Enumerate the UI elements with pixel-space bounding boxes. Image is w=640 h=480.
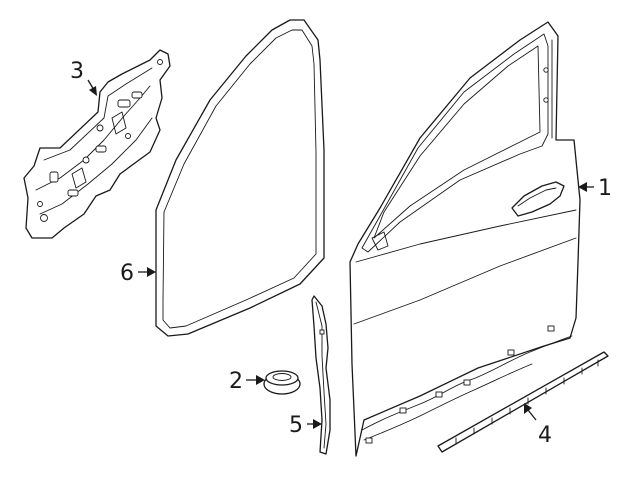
callout-6-label: 6 bbox=[120, 261, 134, 286]
callout-5-label: 5 bbox=[289, 413, 303, 438]
part-4-lower-seal-strip bbox=[437, 351, 609, 453]
callout-6-arrowhead bbox=[147, 267, 156, 277]
callout-3-label: 3 bbox=[70, 59, 84, 84]
callout-2-label: 2 bbox=[229, 369, 243, 394]
callout-4-group: 4 bbox=[524, 403, 552, 448]
part-1-front-door bbox=[349, 21, 581, 457]
callout-5-group: 5 bbox=[289, 413, 322, 438]
callout-2-group: 2 bbox=[229, 369, 265, 394]
callout-4-label: 4 bbox=[538, 423, 552, 448]
callout-6-group: 6 bbox=[120, 261, 156, 286]
callout-4-arrowhead bbox=[524, 403, 532, 414]
callout-3-arrowhead bbox=[89, 86, 97, 96]
callout-4-leader bbox=[527, 409, 537, 421]
callout-2-arrowhead bbox=[256, 375, 265, 385]
callout-5-arrowhead bbox=[313, 419, 322, 429]
part-3-door-module-panel bbox=[23, 49, 171, 239]
part-5-pillar-strip bbox=[311, 295, 331, 455]
callout-1-group: 1 bbox=[578, 176, 612, 201]
callout-1-label: 1 bbox=[598, 176, 612, 201]
callout-3-group: 3 bbox=[70, 59, 97, 96]
part-2-plug bbox=[263, 370, 301, 395]
callout-1-arrowhead bbox=[578, 182, 587, 192]
part-6-door-seal bbox=[155, 19, 325, 337]
